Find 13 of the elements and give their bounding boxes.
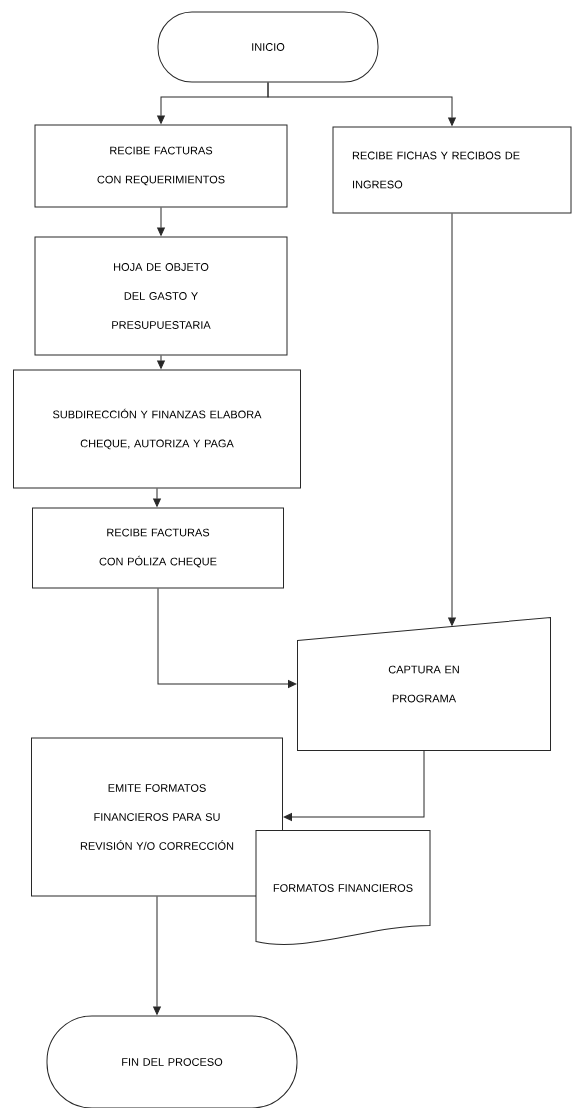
process-box: RECIBE FACTURAS CON PÓLIZA CHEQUE (32, 507, 284, 589)
arrow (153, 896, 161, 1015)
arrow (157, 355, 165, 369)
arrow (283, 750, 425, 821)
arrow (157, 207, 165, 236)
arrow (153, 488, 161, 507)
process-box: HOJA DE OBJETO DEL GASTO Y PRESUPUESTARIA (34, 236, 288, 356)
arrow (448, 213, 456, 626)
process-box: RECIBE FACTURAS CON REQUERIMIENTOS (34, 124, 288, 208)
arrow (267, 82, 456, 126)
process-box: RECIBE FICHAS Y RECIBOS DE INGRESO (332, 126, 572, 214)
arrow (157, 588, 297, 688)
process-box: SUBDIRECCIÓN Y FINANZAS ELABORA CHEQUE, AUTORIZA Y PAGA (13, 369, 301, 489)
